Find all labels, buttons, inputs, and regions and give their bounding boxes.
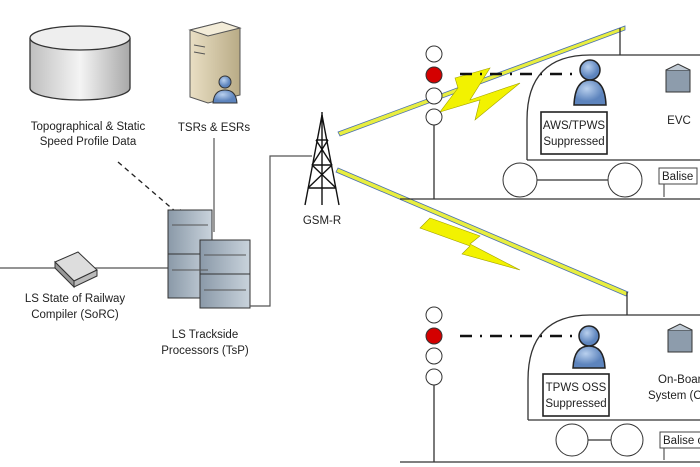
server-icon	[188, 21, 242, 104]
driver-user-icon	[572, 325, 606, 369]
bottom-driver-box-line-1: TPWS OSS	[546, 382, 607, 394]
compiler-label-2: Compiler (SoRC)	[31, 309, 119, 321]
compiler-device-icon	[54, 251, 98, 289]
red-aspect	[425, 66, 443, 84]
database-label-2: Speed Profile Data	[40, 136, 137, 148]
evc-device-icon	[665, 63, 691, 93]
trackside-label-1: LS Trackside	[172, 329, 238, 341]
obs-device-icon	[667, 323, 693, 353]
driver-user-icon	[573, 59, 607, 106]
compiler-label-1: LS State of Railway	[25, 293, 126, 305]
radio-link-top	[337, 25, 626, 137]
bottom-driver-box-line-2: Suppressed	[545, 398, 606, 410]
red-aspect	[425, 327, 443, 345]
obs-label-1: On-Board	[658, 374, 700, 386]
radio-link-bottom	[335, 167, 629, 297]
train-top	[502, 28, 700, 198]
signal-bottom	[425, 306, 443, 462]
user-icon	[212, 75, 238, 104]
signal-top	[425, 45, 443, 199]
top-driver-box-line-2: Suppressed	[543, 136, 604, 148]
database-label-1: Topographical & Static	[31, 121, 146, 133]
train-bottom	[527, 292, 700, 460]
trackside-label-2: Processors (TsP)	[161, 345, 249, 357]
tsp-gsmr-link	[250, 155, 312, 307]
gsmr-label: GSM-R	[303, 215, 341, 227]
evc-label: EVC	[667, 115, 691, 127]
balise-label-top: Balise	[662, 171, 693, 183]
balise-label-bottom: Balise o	[663, 435, 700, 447]
server-rack-icon	[167, 209, 251, 309]
database-icon	[29, 25, 131, 101]
lightning-icon	[419, 217, 521, 271]
server-label: TSRs & ESRs	[178, 122, 250, 134]
radio-tower-icon	[304, 112, 340, 206]
top-driver-box-line-1: AWS/TPWS	[543, 120, 606, 132]
obs-label-2: System (OB	[648, 390, 700, 402]
lightning-icon	[439, 67, 521, 121]
